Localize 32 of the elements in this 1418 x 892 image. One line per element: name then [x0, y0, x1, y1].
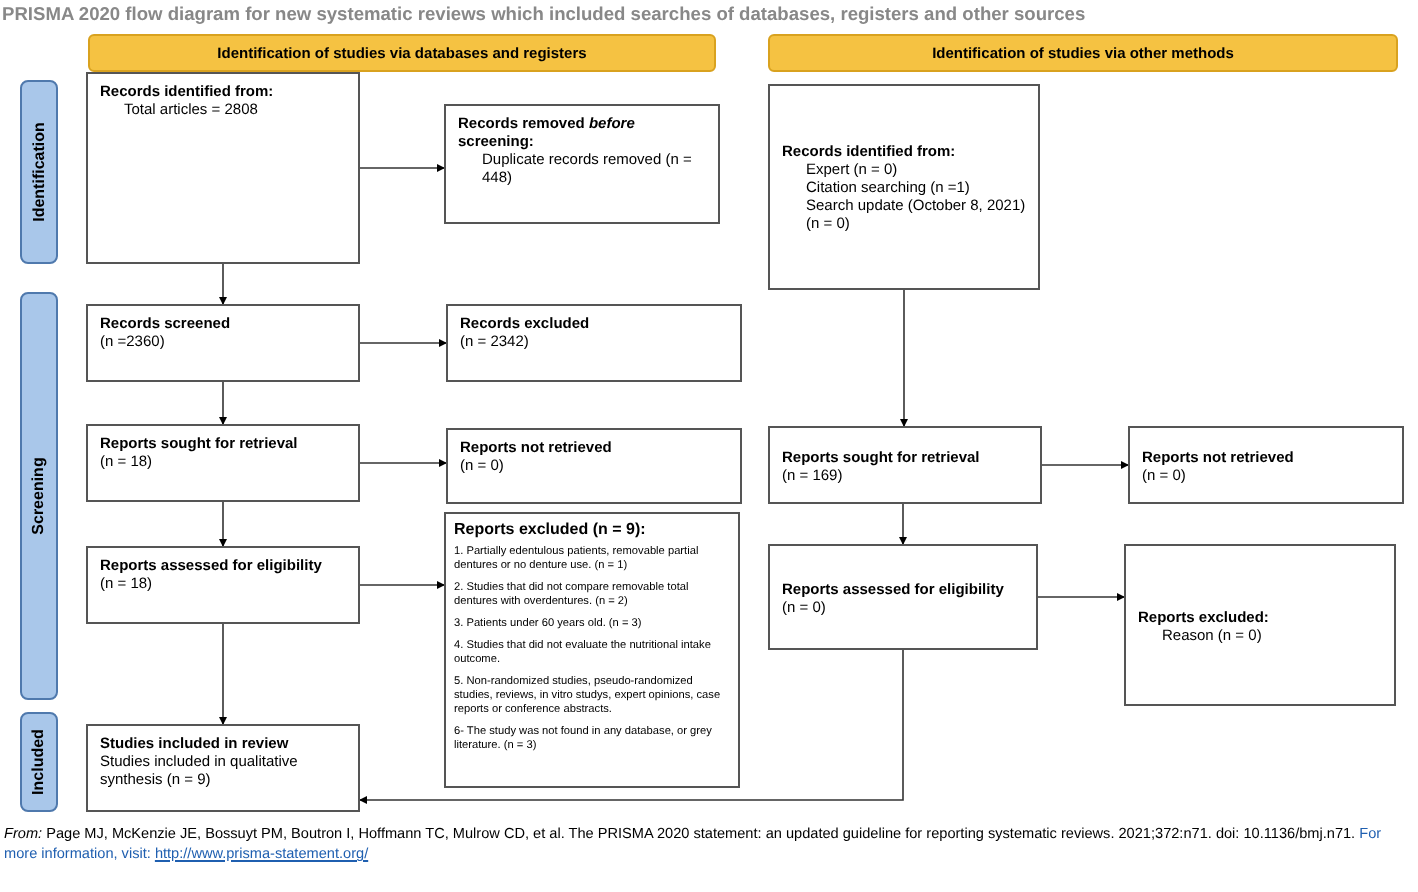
- arrow: [900, 289, 908, 427]
- arrow: [359, 339, 447, 347]
- process-box: [768, 426, 1042, 504]
- arrow: [219, 263, 227, 305]
- process-box: [1128, 426, 1404, 504]
- process-box: [446, 304, 742, 382]
- phase-label: Identification: [20, 80, 58, 264]
- process-box: [1124, 544, 1396, 706]
- arrow: [1041, 461, 1129, 469]
- arrow: [359, 164, 445, 172]
- phase-label: Included: [20, 712, 58, 812]
- process-box: [446, 428, 742, 504]
- arrow: [359, 459, 447, 467]
- process-box: [768, 544, 1038, 650]
- arrow: [219, 501, 227, 547]
- process-box: [444, 512, 740, 788]
- process-box: [86, 424, 360, 502]
- diagram-title: PRISMA 2020 flow diagram for new systematic reviews which included searches of databases, registers and other sources: [2, 2, 1086, 28]
- process-box: [86, 304, 360, 382]
- arrow: [219, 623, 227, 725]
- arrow: [1037, 593, 1125, 601]
- process-box: [768, 84, 1040, 290]
- phase-label: Screening: [20, 292, 58, 700]
- arrow: [219, 381, 227, 425]
- box-heading: Reports excluded (n = 9):: [454, 520, 648, 538]
- arrow: [899, 503, 907, 545]
- arrow: [359, 649, 904, 804]
- process-box: [86, 72, 360, 264]
- process-box: [86, 546, 360, 624]
- arrow: [359, 581, 445, 589]
- process-box: [86, 724, 360, 812]
- process-box: [444, 104, 720, 224]
